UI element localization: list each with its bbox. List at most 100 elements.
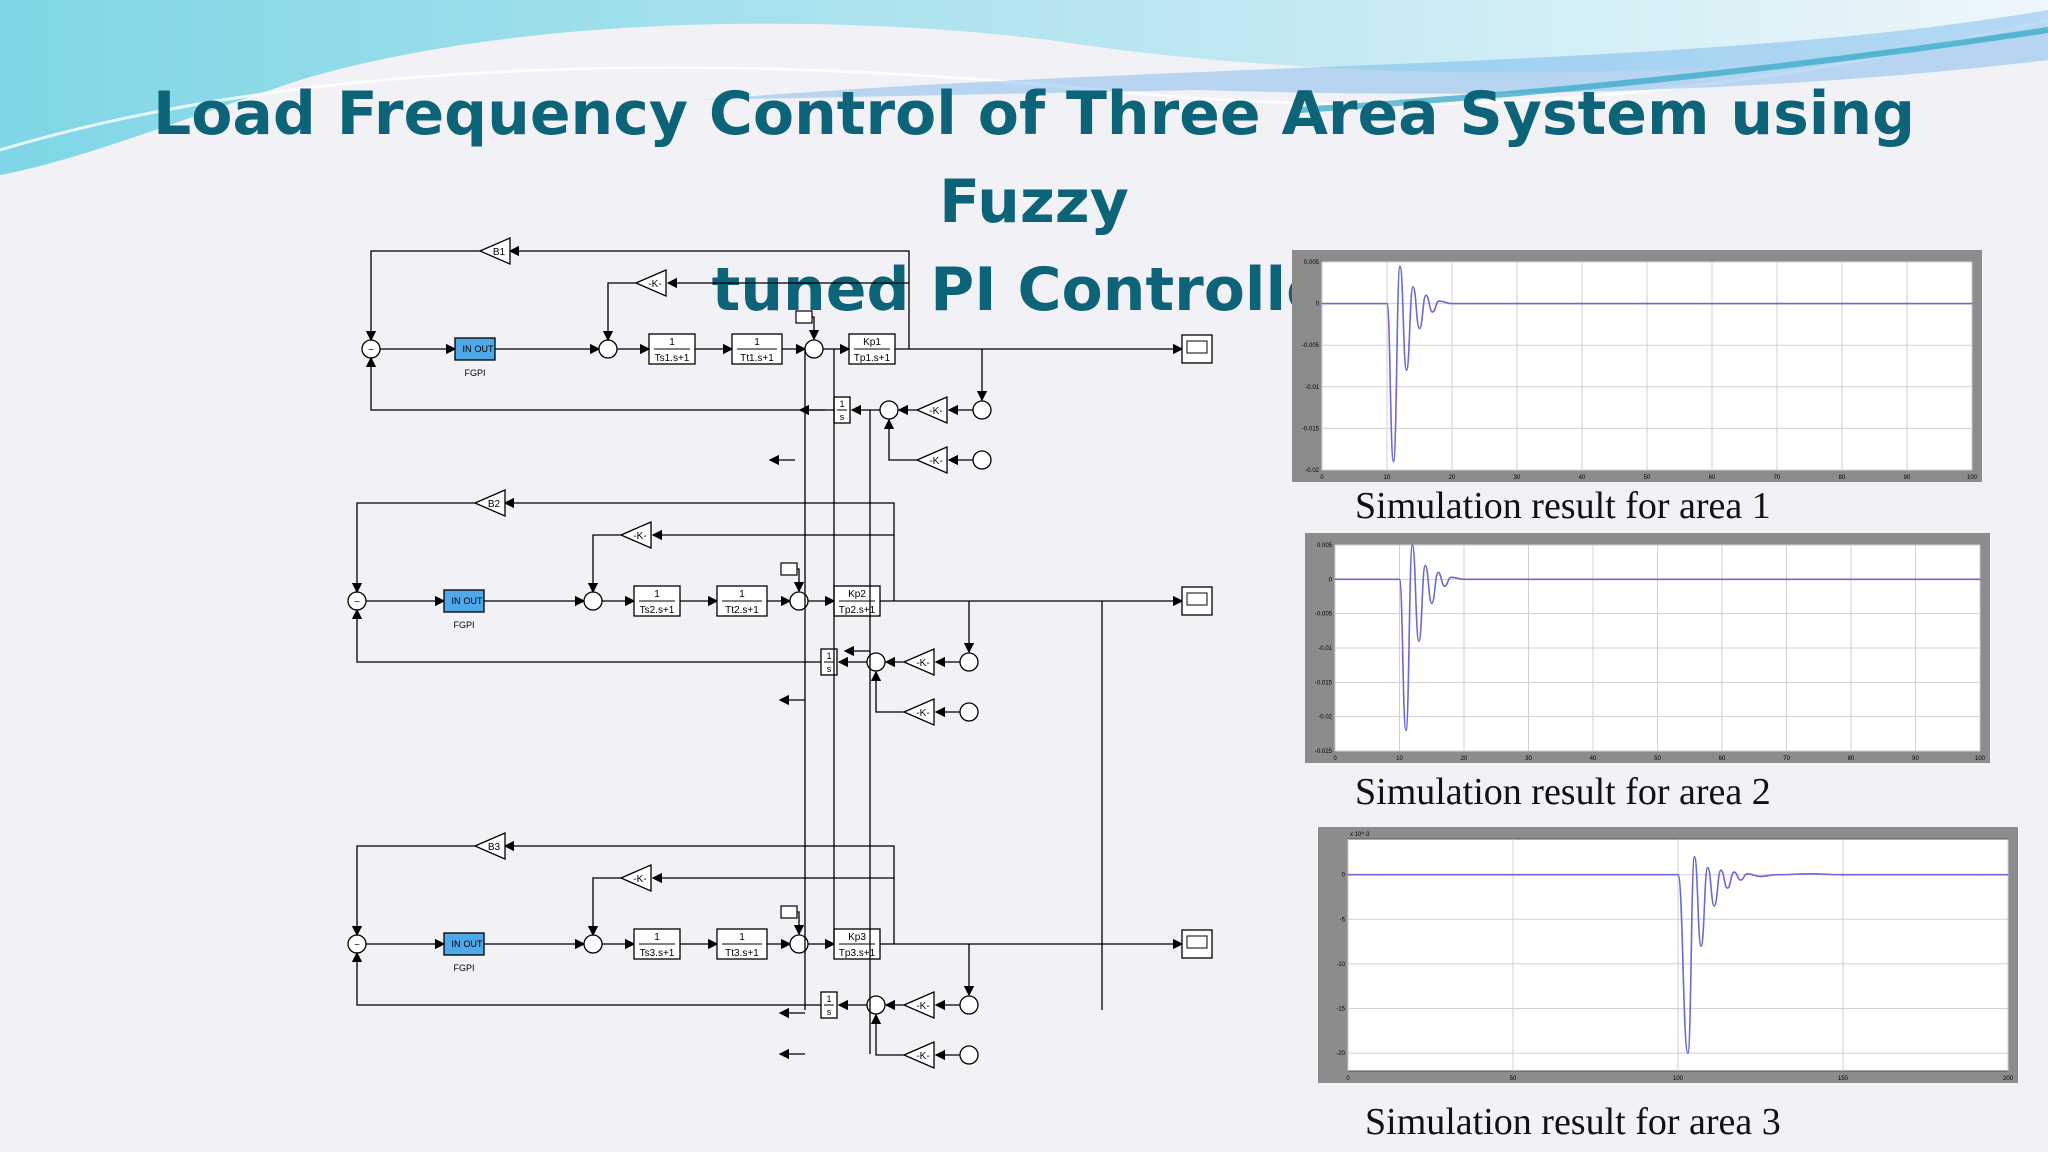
area-1-integrator-num: 1: [839, 399, 844, 409]
plot-area-2-ytick-2: -0.005: [1315, 612, 1333, 618]
area-1-step-load-icon: [795, 310, 813, 324]
plot-area-1-xtick-9: 90: [1904, 475, 1911, 481]
area-2-tie-junction-2: [959, 702, 979, 722]
header-wave-decoration: [0, 0, 2048, 175]
slide-title: Load Frequency Control of Three Area Sys…: [60, 70, 2008, 334]
area-2-droop-gain: [619, 521, 652, 549]
plot-area-3-xtick-2: 100: [1673, 1076, 1684, 1082]
title-line-2: tuned PI Controller: [711, 255, 1357, 325]
area-2-controller-in: IN: [452, 596, 461, 606]
signal-line: [793, 568, 805, 593]
area-1-integrator-den: s: [840, 412, 845, 422]
plot-area-2-xtick-2: 20: [1461, 756, 1468, 762]
area-1-controller-label: FGPI: [464, 368, 485, 378]
plot-area-3-point-2: [1687, 1052, 1689, 1054]
area-3-turbine-denominator: Tt3.s+1: [725, 948, 759, 959]
plot-area-1-xtick-3: 30: [1514, 475, 1521, 481]
area-2-tie-gain-2: [902, 698, 935, 726]
plot-area-1-ytick-4: -0.015: [1302, 426, 1320, 432]
area-1-control-sum: [598, 339, 618, 359]
plot-area-2-point-4: [1418, 640, 1420, 642]
plot-area-1-ytick-2: -0.005: [1302, 343, 1320, 349]
plot-area-3-point-8: [1726, 887, 1729, 889]
plot-area-2-point-3: [1411, 544, 1413, 546]
signal-line: [793, 911, 805, 936]
area-1-load-sum: [804, 339, 824, 359]
plot-area-3-point-15: [1842, 874, 1844, 876]
plot-area-1-point-0: [1321, 303, 1323, 305]
area-3-governor-denominator: Ts3.s+1: [640, 948, 675, 959]
area-1-governor-denominator: Ts1.s+1: [655, 353, 690, 364]
plot-area-2-xtick-3: 30: [1525, 756, 1532, 762]
area-2-tie-gain-1-label: -K-: [916, 658, 929, 669]
area-3-bias-gain: [473, 832, 506, 860]
plot-area-1-point-9: [1438, 300, 1440, 302]
area-3-tie-gain-2: [902, 1041, 935, 1069]
area-2-governor-numerator: 1: [654, 589, 660, 600]
area-1-bias-gain-label: B1: [493, 247, 506, 258]
area-2-sum-sign: ~: [354, 597, 360, 608]
plot-area-3-ytick-4: -20: [1336, 1051, 1345, 1057]
area-2-bias-gain: [473, 489, 506, 517]
area-3-step-load-icon: [780, 905, 798, 919]
signal-line: [587, 877, 621, 937]
area-2-scope-screen: [1186, 592, 1208, 606]
area-3-tie-gain-1-label: -K-: [916, 1001, 929, 1012]
plot-area-2-xtick-9: 90: [1912, 756, 1919, 762]
plot-area-3-point-16: [2007, 874, 2009, 876]
plot-area-3-point-9: [1733, 871, 1735, 873]
plot-area-3-point-11: [1746, 873, 1748, 875]
plot-area-3-xtick-0: 0: [1346, 1076, 1350, 1082]
area-1-controller-out: OUT: [475, 344, 495, 354]
plot-area-2-point-0: [1334, 578, 1336, 580]
area-1-droop-gain-label: -K-: [648, 279, 661, 290]
area-3-integrator-num: 1: [826, 994, 831, 1004]
area-1-sum-sign: ~: [368, 345, 374, 356]
signal-line: [870, 670, 904, 713]
plot-area-3-ytick-0: 0: [1342, 873, 1346, 879]
signal-line: [870, 1013, 904, 1056]
plot-area-3-xtick-4: 200: [2003, 1076, 2014, 1082]
area-3-control-sum: [583, 934, 603, 954]
plot-area-2-point-1: [1398, 578, 1401, 580]
area-2-governor-denominator: Ts2.s+1: [640, 605, 675, 616]
signal-line: [365, 250, 480, 342]
area-3-bias-gain-label: B3: [488, 842, 501, 853]
area-2-controller-out: OUT: [464, 596, 484, 606]
area-1-tie-gain-1-label: -K-: [929, 406, 942, 417]
area-3-controller-out: OUT: [464, 939, 484, 949]
area-3-tie-gain-1: [902, 991, 935, 1019]
plot-area-2-ytick-5: -0.02: [1318, 715, 1332, 721]
plot-area-2-xtick-4: 40: [1590, 756, 1597, 762]
area-1-tie-gain-1: [915, 396, 948, 424]
title-line-1: Load Frequency Control of Three Area Sys…: [152, 79, 1916, 237]
area-2-step-load-icon: [780, 562, 798, 576]
plot-area-2-ytick-3: -0.01: [1318, 646, 1332, 652]
area-1-droop-gain: [634, 269, 667, 297]
signal-line: [365, 356, 834, 411]
plot-area-1-xtick-1: 10: [1384, 475, 1391, 481]
area-2-integrator-num: 1: [826, 651, 831, 661]
plot-area-2-xtick-6: 60: [1719, 756, 1726, 762]
plot-area-2-xtick-8: 80: [1848, 756, 1855, 762]
plot-area-1-point-3: [1399, 265, 1401, 267]
area-3-power-system-denominator: Tp3.s+1: [839, 948, 876, 959]
plot-area-2-point-2: [1405, 729, 1407, 731]
plot-area-3-point-12: [1759, 875, 1762, 878]
area-3-tie-gain-2-label: -K-: [916, 1051, 929, 1062]
area-3-droop-gain: [619, 864, 652, 892]
plot-area-3-ytick-1: -5: [1340, 917, 1346, 923]
plot-area-1-xtick-6: 60: [1709, 475, 1716, 481]
area-3-droop-gain-label: -K-: [633, 874, 646, 885]
plot-area-2-response-line: [1335, 544, 1980, 732]
area-1-tie-gain-2: [915, 446, 948, 474]
area-1-tie-junction-2: [972, 450, 992, 470]
plot-area-3-point-14: [1809, 873, 1811, 875]
